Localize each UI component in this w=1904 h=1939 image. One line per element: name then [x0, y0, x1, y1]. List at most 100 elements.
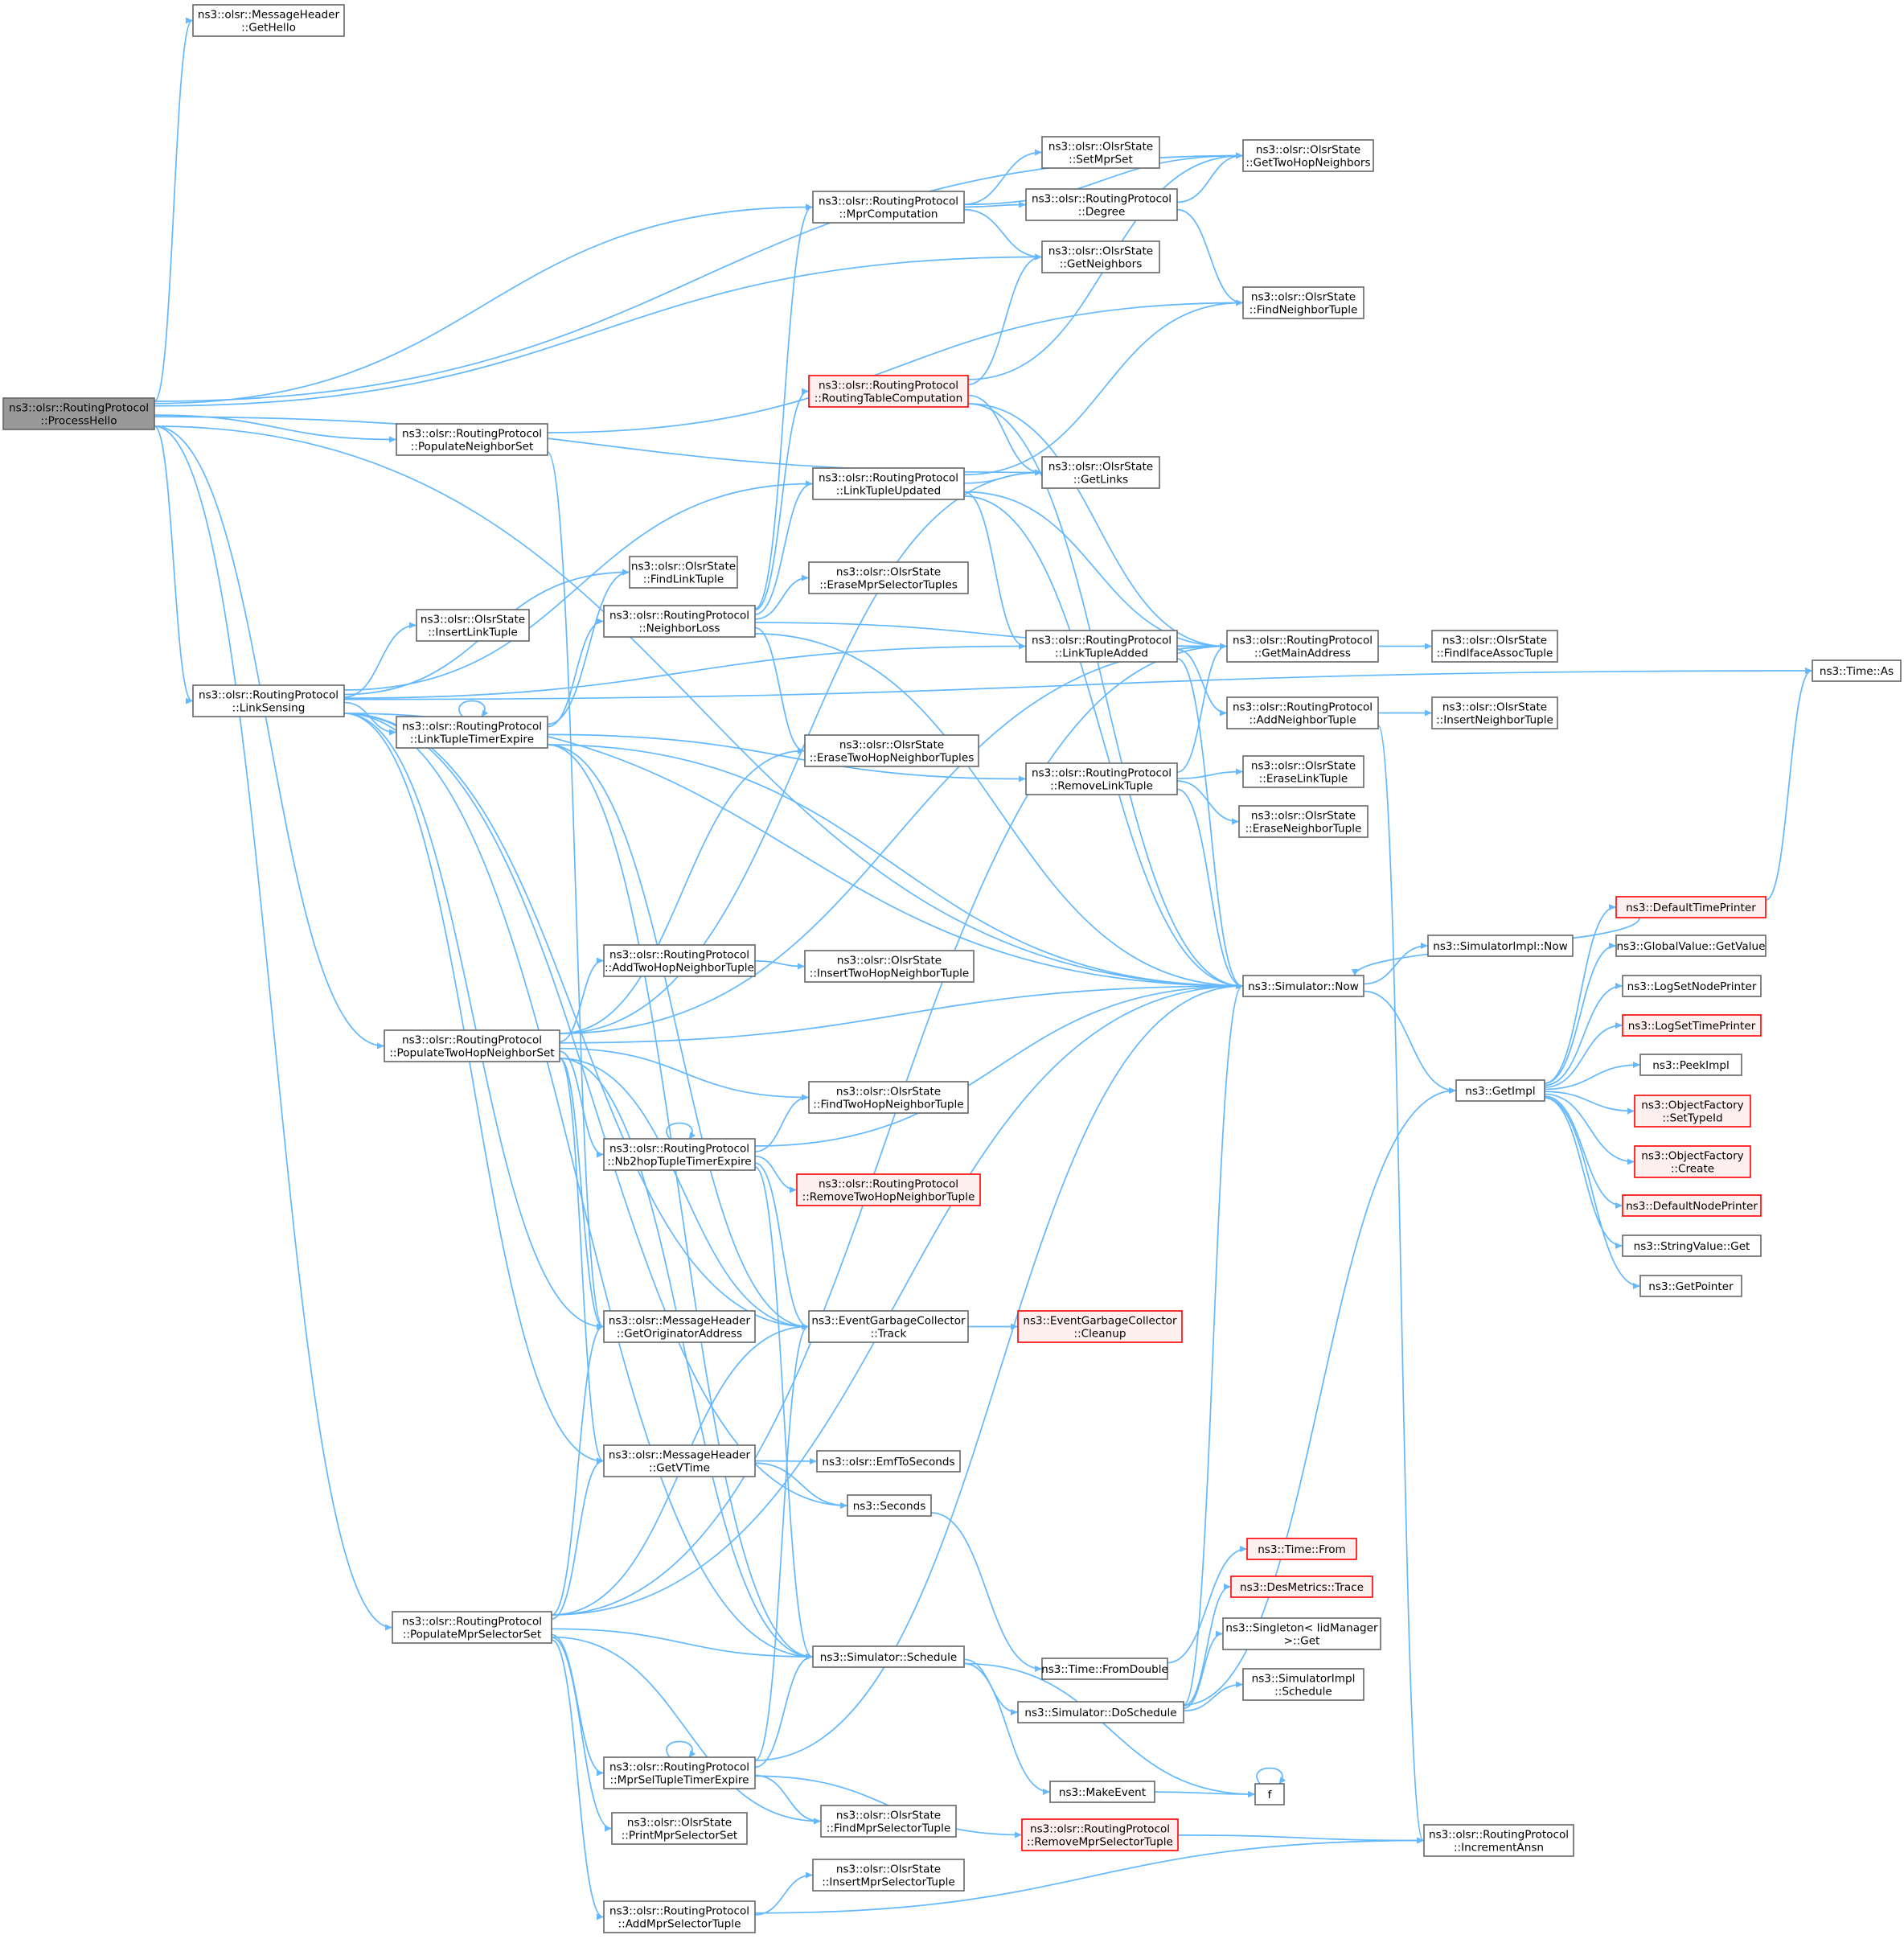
graph-node-box[interactable] [1025, 630, 1178, 663]
graph-node-box[interactable] [1041, 136, 1160, 169]
graph-node[interactable]: ns3::Simulator::Now [1242, 975, 1364, 997]
graph-node[interactable]: ns3::olsr::MessageHeader::GetOriginatorA… [603, 1310, 756, 1343]
graph-node-box[interactable] [1025, 188, 1178, 221]
graph-node-box[interactable] [629, 556, 738, 589]
graph-node[interactable]: ns3::LogSetNodePrinter [1622, 975, 1762, 997]
graph-node-box[interactable] [812, 1859, 965, 1892]
graph-node-box[interactable] [1242, 139, 1374, 172]
graph-node[interactable]: ns3::olsr::RoutingProtocol::AddMprSelect… [603, 1900, 756, 1933]
graph-node-box[interactable] [808, 375, 969, 408]
graph-node[interactable]: ns3::olsr::RoutingProtocol::PopulateNeig… [396, 423, 548, 456]
graph-node-box[interactable] [804, 734, 979, 767]
graph-node-box[interactable] [1226, 630, 1379, 663]
graph-node[interactable]: ns3::olsr::RoutingProtocol::GetMainAddre… [1226, 630, 1379, 663]
graph-node[interactable]: ns3::Time::As [1812, 659, 1902, 682]
graph-node[interactable]: ns3::olsr::RoutingProtocol::RemoveTwoHop… [796, 1173, 981, 1206]
graph-node[interactable]: ns3::DesMetrics::Trace [1230, 1575, 1373, 1598]
graph-node[interactable]: ns3::olsr::OlsrState::EraseLinkTuple [1242, 755, 1364, 788]
graph-node[interactable]: ns3::olsr::OlsrState::FindTwoHopNeighbor… [808, 1081, 969, 1114]
graph-node[interactable]: ns3::PeekImpl [1639, 1054, 1742, 1076]
graph-node-box[interactable] [416, 609, 530, 642]
graph-node-box[interactable] [396, 423, 548, 456]
graph-node[interactable]: ns3::DefaultTimePrinter [1615, 896, 1767, 918]
graph-node-box[interactable] [1242, 1668, 1364, 1701]
graph-node-box[interactable] [808, 1081, 969, 1114]
graph-node-box[interactable] [1041, 1658, 1168, 1680]
graph-node-box[interactable] [1226, 696, 1379, 729]
graph-node-box[interactable] [804, 950, 975, 983]
graph-node-box[interactable] [812, 467, 965, 500]
graph-node-box[interactable] [1622, 1194, 1762, 1217]
graph-node-box[interactable] [1622, 1014, 1762, 1037]
graph-node-box[interactable] [1017, 1310, 1183, 1343]
graph-node[interactable]: ns3::olsr::RoutingProtocol::MprSelTupleT… [603, 1756, 756, 1789]
graph-node[interactable]: f [1254, 1783, 1285, 1805]
graph-node[interactable]: ns3::olsr::OlsrState::GetNeighbors [1041, 240, 1160, 273]
graph-node-box[interactable] [603, 1444, 756, 1477]
graph-node[interactable]: ns3::Time::FromDouble [1041, 1658, 1168, 1680]
graph-node[interactable]: ns3::olsr::OlsrState::FindIfaceAssocTupl… [1431, 630, 1558, 663]
graph-node[interactable]: ns3::olsr::OlsrState::EraseNeighborTuple [1238, 805, 1368, 838]
graph-node[interactable]: ns3::olsr::RoutingProtocol::RoutingTable… [808, 375, 969, 408]
graph-node[interactable]: ns3::StringValue::Get [1622, 1234, 1762, 1257]
graph-node[interactable]: ns3::olsr::OlsrState::InsertTwoHopNeighb… [804, 950, 975, 983]
graph-node-box[interactable] [603, 605, 756, 638]
graph-node-box[interactable] [812, 191, 965, 224]
graph-node[interactable]: ns3::ObjectFactory::Create [1634, 1145, 1751, 1178]
graph-node[interactable]: ns3::olsr::EmfToSeconds [816, 1450, 961, 1473]
graph-node-box[interactable] [1049, 1781, 1155, 1803]
graph-node[interactable]: ns3::olsr::OlsrState::InsertLinkTuple [416, 609, 530, 642]
graph-node-box[interactable] [1431, 630, 1558, 663]
graph-node[interactable]: ns3::olsr::OlsrState::EraseMprSelectorTu… [808, 561, 969, 594]
graph-node-box[interactable] [603, 944, 756, 977]
graph-node[interactable]: ns3::ObjectFactory::SetTypeId [1634, 1095, 1751, 1128]
graph-node-box[interactable] [192, 4, 345, 37]
graph-node[interactable]: ns3::olsr::RoutingProtocol::MprComputati… [812, 191, 965, 224]
graph-node-box[interactable] [603, 1756, 756, 1789]
graph-node-box[interactable] [1622, 975, 1762, 997]
graph-node-box[interactable] [1639, 1275, 1742, 1297]
graph-node-box[interactable] [1041, 240, 1160, 273]
graph-node[interactable]: ns3::olsr::OlsrState::FindMprSelectorTup… [820, 1805, 957, 1838]
graph-node[interactable]: ns3::olsr::RoutingProtocol::AddNeighborT… [1226, 696, 1379, 729]
graph-node-box[interactable] [808, 1310, 969, 1343]
graph-node[interactable]: ns3::olsr::RoutingProtocol::LinkSensing [192, 684, 345, 717]
graph-node[interactable]: ns3::olsr::MessageHeader::GetVTime [603, 1444, 756, 1477]
graph-node[interactable]: ns3::olsr::RoutingProtocol::PopulateTwoH… [384, 1029, 560, 1062]
graph-node[interactable]: ns3::Singleton< IidManager>::Get [1222, 1617, 1381, 1650]
graph-node[interactable]: ns3::olsr::RoutingProtocol::Nb2hopTupleT… [603, 1138, 756, 1171]
graph-node[interactable]: ns3::Simulator::DoSchedule [1017, 1701, 1184, 1723]
graph-node[interactable]: ns3::DefaultNodePrinter [1622, 1194, 1762, 1217]
graph-node-box[interactable] [1455, 1079, 1545, 1102]
graph-node-box[interactable] [1431, 696, 1558, 729]
graph-node[interactable]: ns3::Simulator::Schedule [812, 1645, 965, 1668]
graph-node-box[interactable] [1021, 1818, 1179, 1851]
graph-node-box[interactable] [603, 1310, 756, 1343]
graph-node-box[interactable] [1230, 1575, 1373, 1598]
graph-node-box[interactable] [1423, 1824, 1574, 1857]
graph-node-box[interactable] [796, 1173, 981, 1206]
graph-node[interactable]: ns3::olsr::OlsrState::InsertMprSelectorT… [812, 1859, 965, 1892]
graph-node[interactable]: ns3::EventGarbageCollector::Cleanup [1017, 1310, 1183, 1343]
graph-node-box[interactable] [1634, 1145, 1751, 1178]
graph-node[interactable]: ns3::olsr::RoutingProtocol::IncrementAns… [1423, 1824, 1574, 1857]
graph-node[interactable]: ns3::olsr::RoutingProtocol::LinkTupleAdd… [1025, 630, 1178, 663]
graph-node-box[interactable] [1041, 456, 1160, 489]
graph-node-box[interactable] [1634, 1095, 1751, 1128]
graph-node-box[interactable] [603, 1138, 756, 1171]
graph-node[interactable]: ns3::olsr::RoutingProtocol::LinkTupleUpd… [812, 467, 965, 500]
graph-node[interactable]: ns3::olsr::RoutingProtocol::RemoveLinkTu… [1025, 762, 1178, 795]
graph-node-box[interactable] [1427, 935, 1574, 957]
graph-node[interactable]: ns3::olsr::RoutingProtocol::ProcessHello [2, 397, 155, 430]
graph-node[interactable]: ns3::olsr::OlsrState::SetMprSet [1041, 136, 1160, 169]
graph-node-box[interactable] [1246, 1538, 1357, 1560]
graph-node-box[interactable] [192, 684, 345, 717]
graph-node-box[interactable] [1242, 755, 1364, 788]
graph-node[interactable]: ns3::olsr::OlsrState::EraseTwoHopNeighbo… [804, 734, 979, 767]
graph-node[interactable]: ns3::olsr::OlsrState::InsertNeighborTupl… [1431, 696, 1558, 729]
graph-node-box[interactable] [392, 1611, 552, 1644]
graph-node-box[interactable] [1222, 1617, 1381, 1650]
graph-node[interactable]: ns3::GlobalValue::GetValue [1615, 935, 1767, 957]
graph-node[interactable]: ns3::MakeEvent [1049, 1781, 1155, 1803]
graph-node[interactable]: ns3::olsr::RoutingProtocol::PopulateMprS… [392, 1611, 552, 1644]
